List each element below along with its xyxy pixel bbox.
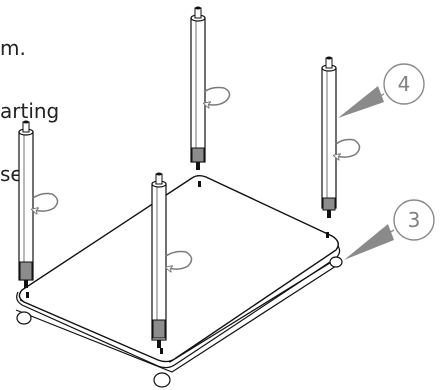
leg-back-glide-pad	[191, 147, 205, 163]
shelf-hole-front	[160, 348, 163, 354]
rotation-arrow-back-icon	[204, 86, 231, 106]
leg-front	[151, 172, 167, 348]
callout-leg-arrow-icon	[338, 86, 384, 118]
leg-left	[18, 120, 34, 288]
leg-back	[190, 6, 206, 170]
shelf-panel-edge	[16, 245, 341, 369]
shelf-foot-front	[153, 372, 171, 388]
callout-leg-circle	[383, 63, 425, 105]
shelf-hole-right	[326, 232, 329, 238]
callout-leg-label: 4	[398, 72, 411, 96]
shelf-lower-rail	[15, 265, 337, 373]
callout-shelf-arrow-icon	[344, 224, 394, 260]
shelf-foot-left	[16, 311, 32, 325]
callout-shelf-label: 3	[408, 208, 421, 232]
shelf-hole-left	[26, 292, 29, 298]
leg-right-glide-pad	[322, 197, 336, 211]
rotation-arrow-left-icon	[33, 192, 59, 212]
leg-front-glide-pad	[152, 319, 166, 339]
shelf-hole-back	[198, 181, 201, 187]
callout-leg: 4	[338, 63, 425, 118]
leg-left-glide-pad	[19, 261, 33, 281]
instruction-line-1: m.	[0, 36, 26, 60]
leg-right	[321, 56, 337, 218]
callout-shelf-circle	[393, 199, 435, 241]
shelf-foot-right	[329, 256, 343, 268]
instruction-line-2: arting	[0, 99, 60, 123]
callout-shelf: 3	[344, 199, 435, 260]
shelf	[15, 175, 343, 388]
rotation-arrow-front-icon	[166, 250, 193, 270]
rotation-arrow-right-icon	[336, 138, 361, 158]
